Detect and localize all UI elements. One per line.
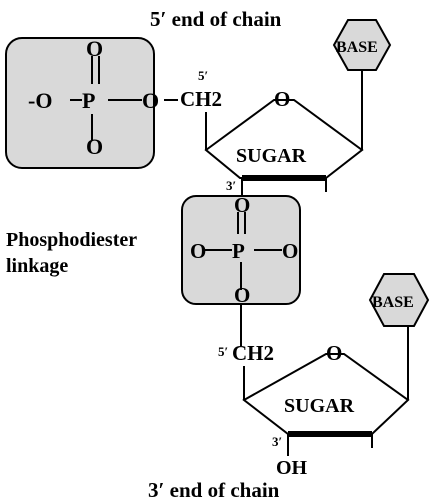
top-base-label: BASE [336,39,378,56]
bottom-base-label: BASE [372,294,414,311]
top-ch2-label: CH2 [180,87,222,111]
phosphodiester-label-line1: Phosphodiester [6,229,137,251]
bottom-sugar-label: SUGAR [284,395,355,417]
top-carbon3-label: 3′ [226,178,236,193]
phosphodiester-label-line2: linkage [6,255,68,277]
middle-phosphate-o-bottom: O [234,283,250,307]
top-phosphate-o-right: O [142,88,159,113]
five-prime-end-label: 5′ end of chain [150,7,282,31]
bottom-carbon3-label: 3′ [272,434,282,449]
top-carbon5-label: 5′ [198,68,208,83]
bottom-oh-label: OH [276,457,308,479]
top-base-hexagon [332,19,392,71]
top-phosphate-box [5,37,155,169]
middle-phosphate-p: P [232,239,245,263]
bottom-sugar-ring [242,353,410,435]
top-phosphate-o-left: -O [28,88,52,113]
top-phosphate-p: P [82,88,95,113]
middle-phosphate-o-right: O [282,239,298,263]
bottom-carbon5-label: 5′ [218,344,228,359]
middle-phosphate-o-top: O [234,193,250,217]
bottom-base-hexagon [368,273,430,327]
three-prime-end-label: 3′ end of chain [148,478,280,502]
top-sugar-label: SUGAR [236,145,307,167]
top-phosphate-o-bottom: O [86,134,103,159]
middle-phosphate-o-left: O [190,239,206,263]
top-phosphate-o-top: O [86,36,103,61]
bottom-ch2-label: CH2 [232,341,274,365]
